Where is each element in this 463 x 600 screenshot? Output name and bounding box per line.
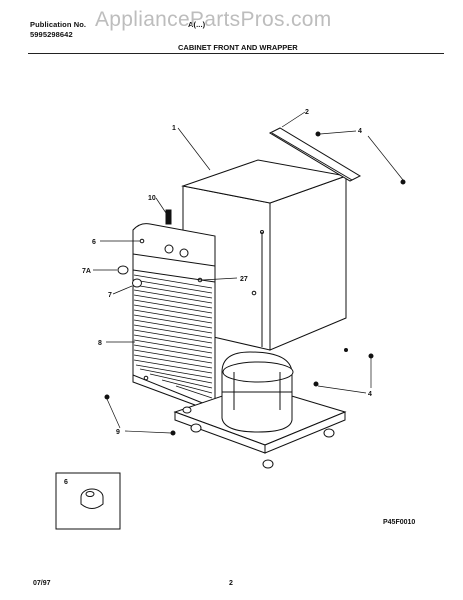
cabinet-screw-hole bbox=[251, 290, 257, 296]
callout-1: 1 bbox=[172, 125, 176, 132]
section-title: CABINET FRONT AND WRAPPER bbox=[178, 43, 298, 52]
caster-wheel bbox=[323, 428, 335, 438]
publication-label: Publication No. bbox=[30, 20, 87, 29]
inset-knob bbox=[80, 488, 104, 509]
caster-wheel bbox=[182, 406, 192, 414]
callout-4-bottom: 4 bbox=[368, 391, 372, 398]
publication-number: 5995298642 bbox=[30, 30, 73, 39]
grille-louvers bbox=[133, 274, 213, 399]
panel-screw bbox=[139, 238, 145, 244]
control-knob bbox=[164, 244, 174, 254]
knob-7a bbox=[117, 265, 129, 275]
top-trim-strip-edge bbox=[271, 132, 353, 181]
screw-top-right bbox=[400, 179, 406, 185]
screw-lower-left bbox=[104, 394, 110, 400]
screw-lower-right bbox=[313, 381, 319, 387]
leader-lines bbox=[93, 111, 404, 434]
front-panel-top-edge bbox=[132, 253, 216, 267]
callout-27: 27 bbox=[240, 276, 248, 283]
knob-7 bbox=[132, 278, 142, 288]
base-frame-side bbox=[264, 411, 346, 454]
callout-7: 7 bbox=[108, 292, 112, 299]
top-trim-strip bbox=[268, 127, 362, 182]
compressor-tubing bbox=[233, 372, 281, 410]
callout-4-top: 4 bbox=[358, 128, 362, 135]
caster-wheel bbox=[262, 459, 274, 469]
watermark: AppliancePartsPros.com bbox=[95, 8, 332, 31]
callout-6-inset: 6 bbox=[64, 479, 68, 486]
switch-part bbox=[165, 209, 172, 225]
figure-code: P45F0010 bbox=[383, 519, 415, 526]
cabinet-side-face bbox=[269, 175, 347, 351]
cabinet-screw-hole bbox=[260, 230, 264, 234]
panel-screw bbox=[197, 277, 203, 283]
callout-6-panel: 6 bbox=[92, 239, 96, 246]
compressor-top bbox=[222, 361, 294, 383]
footer-page-number: 2 bbox=[229, 580, 233, 587]
callout-9: 9 bbox=[116, 429, 120, 436]
panel-screw bbox=[143, 375, 149, 381]
control-knob bbox=[179, 248, 189, 258]
screw-lower-right bbox=[368, 353, 374, 359]
callout-2: 2 bbox=[305, 109, 309, 116]
caster-wheel bbox=[190, 423, 202, 433]
screw-lower-right bbox=[344, 348, 348, 352]
screw-lower-left bbox=[170, 430, 176, 436]
callout-7a: 7A bbox=[82, 268, 91, 275]
header-divider bbox=[28, 53, 444, 54]
model-number: A(...) bbox=[188, 20, 206, 29]
footer-date: 07/97 bbox=[33, 580, 51, 587]
screw-top-left bbox=[315, 131, 321, 137]
callout-8: 8 bbox=[98, 340, 102, 347]
callout-10: 10 bbox=[148, 195, 156, 202]
